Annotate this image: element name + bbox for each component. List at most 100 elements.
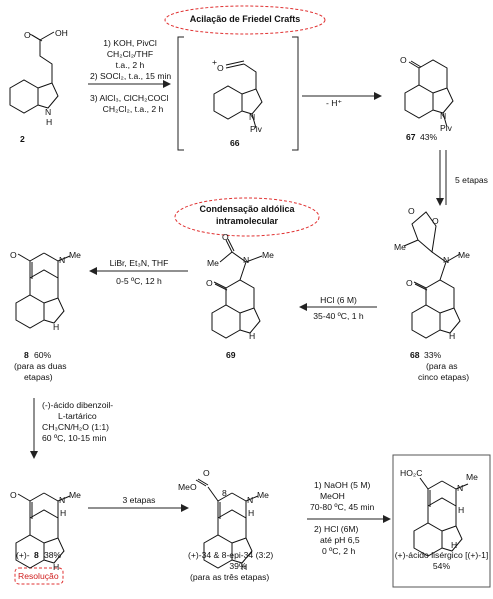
compound-8-note1: (para as duas [14, 361, 67, 371]
compound-68-label: 68 [410, 350, 420, 360]
compound-68-yield: 33% [424, 350, 442, 360]
step4-cond2: 35-40 ºC, 1 h [313, 311, 364, 321]
compound-8plus-label: 8 [34, 550, 39, 560]
step4-cond1: HCl (6 M) [320, 295, 357, 305]
atom-N-8p: N [59, 495, 66, 505]
resolution-banner-box [14, 567, 64, 585]
atom-N-67: N [440, 111, 447, 121]
atom-Me-34: Me [257, 490, 269, 500]
atom-N-34: N [247, 495, 254, 505]
atom-N-68: N [443, 255, 450, 265]
atom-NH-69: H [249, 331, 256, 341]
atom-N-8: N [59, 255, 66, 265]
atom-H-1: H [458, 505, 465, 515]
step5-cond2: 0-5 ºC, 12 h [116, 276, 162, 286]
compound-1-name: (+)-ácido lisérgico [(+)-1] [394, 550, 489, 560]
compound-68-note1: (para as [426, 361, 458, 371]
atom-H-8p: H [60, 508, 67, 518]
step5-cond1: LiBr, Et₃N, THF [109, 258, 169, 268]
step7-cond1: 3 etapas [122, 495, 156, 505]
atom-N-2: N [45, 107, 52, 117]
structure-2 [9, 31, 59, 114]
compound-8plus-yield: 38% [44, 550, 62, 560]
atom-NH-8: H [53, 322, 60, 332]
atom-O-8: O [10, 250, 17, 260]
atom-H-2: H [46, 117, 53, 127]
structure-8 [15, 252, 71, 329]
atom-O-8p: O [10, 490, 17, 500]
product-box [392, 454, 491, 588]
atom-8-34: 8 [222, 488, 227, 498]
step8-cond3: 70-80 ºC, 45 min [310, 502, 375, 512]
atom-Me-8: Me [69, 250, 81, 260]
atom-O-68a: O [408, 206, 415, 216]
step3-cond1: 5 etapas [455, 175, 488, 185]
compound-34-yield: 39% [229, 561, 247, 571]
atom-O-67: O [400, 55, 407, 65]
aldol-banner-line2: intramolecular [215, 216, 279, 226]
step8-cond5: até pH 6,5 [320, 535, 360, 545]
atom-Me-69b: Me [262, 250, 274, 260]
atom-O-2: O [24, 30, 31, 40]
atom-O-68b: O [432, 216, 439, 226]
atom-plus-66: + [212, 57, 218, 67]
atom-NH-68: H [449, 331, 456, 341]
compound-8-note2: etapas) [24, 372, 53, 382]
atom-Me-69a: Me [207, 258, 219, 268]
atom-Piv-67: Piv [440, 123, 452, 133]
atom-Piv-66: Piv [250, 124, 262, 134]
compound-69-label: 69 [226, 350, 236, 360]
atom-Me-68a: Me [394, 242, 406, 252]
friedel-banner-ellipse [164, 5, 326, 35]
structure-66 [213, 60, 263, 129]
aldol-banner-ellipse [174, 197, 320, 237]
compound-2-label: 2 [20, 134, 25, 144]
compound-8plus-prefix: (+)- [16, 550, 30, 560]
atom-NH-8p: H [53, 562, 60, 572]
atom-N-66: N [249, 112, 256, 122]
step1-cond4: 2) SOCl₂, t.a., 15 min [90, 71, 172, 81]
step6-cond4: 60 ºC, 10-15 min [42, 433, 107, 443]
compound-8-label: 8 [24, 350, 29, 360]
atom-NH-1: H [451, 540, 458, 550]
structure-68 [403, 211, 461, 339]
step1-cond1: 1) KOH, PivCl [103, 38, 157, 48]
step8-cond1: 1) NaOH (5 M) [314, 480, 371, 490]
compound-8-yield: 60% [34, 350, 52, 360]
step2-cond1: - H⁺ [326, 98, 342, 108]
structure-1 [413, 477, 469, 557]
bracket-66 [177, 36, 299, 151]
compound-34-note: (para as três etapas) [190, 572, 270, 582]
step8-cond6: 0 ºC, 2 h [322, 546, 356, 556]
atom-O-69a: O [222, 232, 229, 242]
atom-O-69b: O [206, 278, 213, 288]
compound-66-label: 66 [230, 138, 240, 148]
atom-N-69: N [243, 255, 250, 265]
atom-O-34: O [203, 468, 210, 478]
step8-cond4: 2) HCl (6M) [314, 524, 359, 534]
atom-O-66: O [217, 63, 224, 73]
step6-cond3: CH₃CN/H₂O (1:1) [42, 422, 109, 432]
structure-8-plus [15, 492, 71, 569]
step1-cond2: CH₂Cl₂/THF [106, 49, 154, 59]
step1-cond5: 3) AlCl₃, ClCH₂COCl [90, 93, 169, 103]
compound-1-yield: 54% [432, 561, 451, 571]
atom-N-1: N [457, 483, 464, 493]
atom-Me-1: Me [466, 472, 478, 482]
compound-68-note2: cinco etapas) [418, 372, 470, 382]
step1-cond3: t.a., 2 h [115, 60, 145, 70]
step6-cond1: (-)-ácido dibenzoil- [42, 400, 114, 410]
atom-O-68c: O [406, 278, 413, 288]
step6-cond2: L-tartárico [58, 411, 97, 421]
atom-H-34: H [248, 508, 255, 518]
structure-34 [195, 478, 259, 569]
atom-Me-8p: Me [69, 490, 81, 500]
structure-67 [404, 59, 454, 128]
step8-cond2: MeOH [320, 491, 345, 501]
compound-67-yield: 43% [420, 132, 438, 142]
resolution-banner: Resolução [18, 571, 59, 581]
structure-69 [211, 238, 263, 339]
step1-cond6: CH₂Cl₂, t.a., 2 h [102, 104, 164, 114]
atom-MeO-34: MeO [178, 482, 197, 492]
